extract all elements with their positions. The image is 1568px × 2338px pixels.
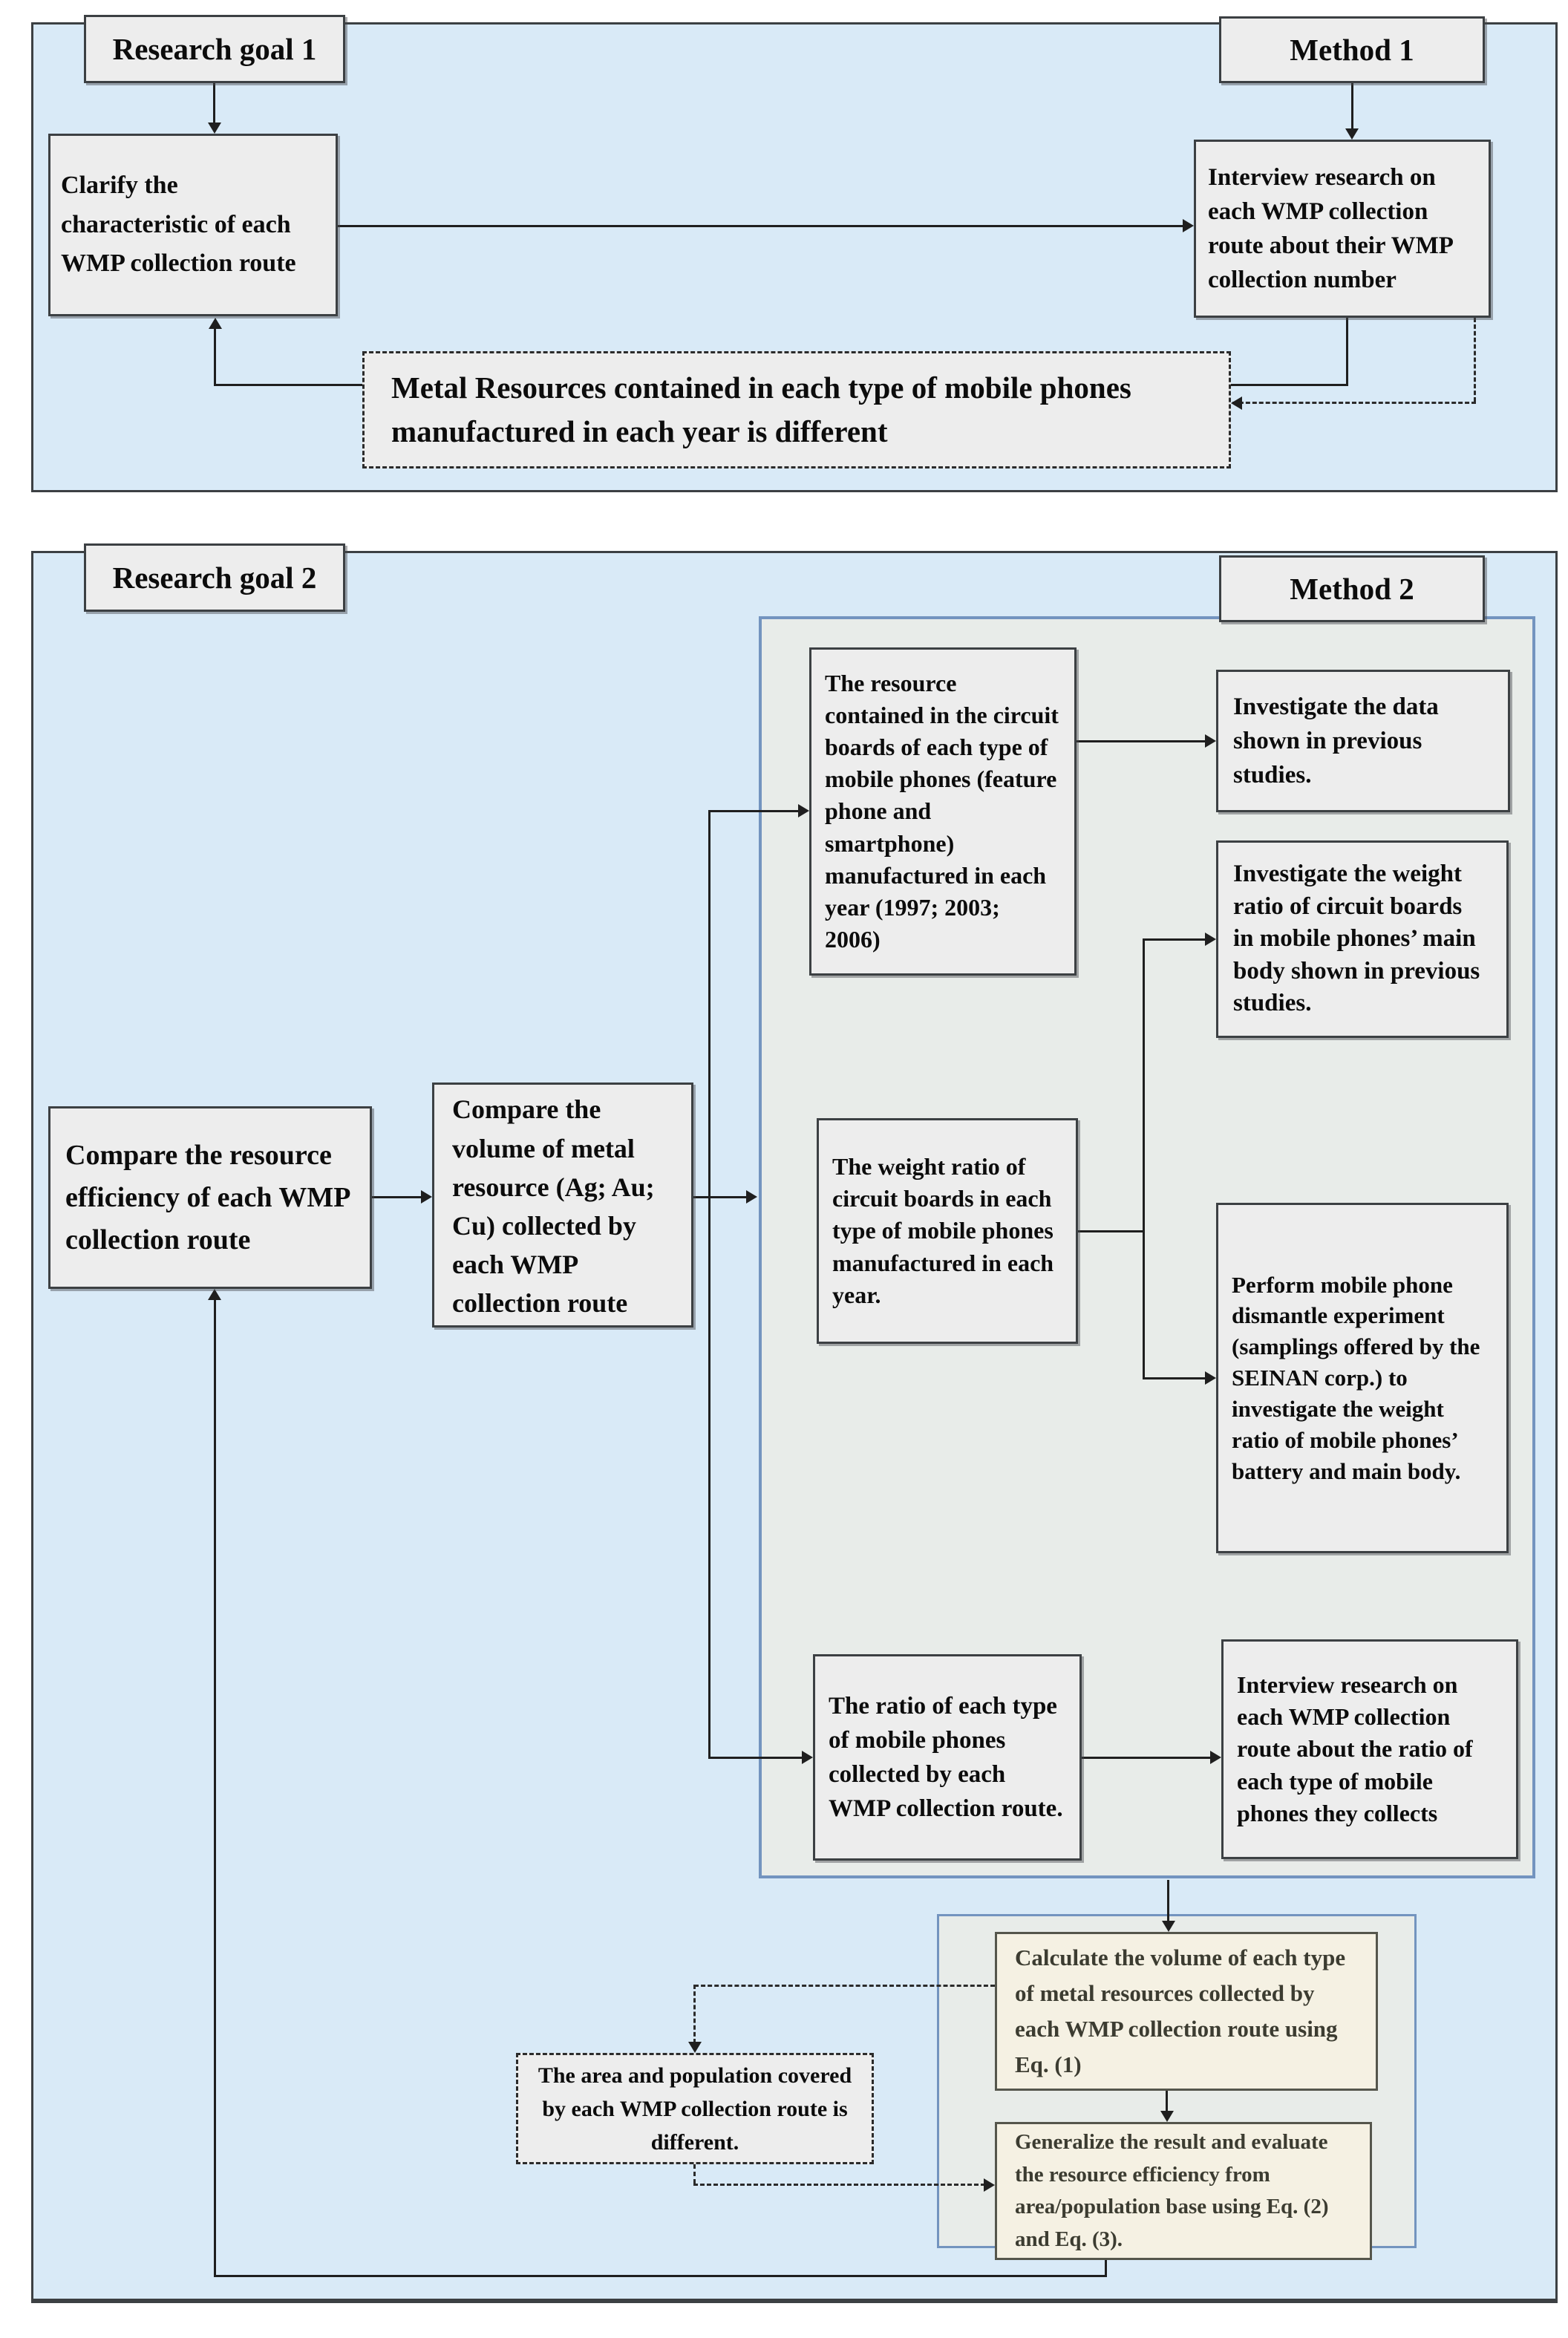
node-investigate-weight-ratio-label: Investigate the weight ratio of circuit …: [1233, 861, 1480, 1017]
node-generalize-result-label: Generalize the result and evaluate the r…: [1015, 2130, 1329, 2251]
header-method-2: Method 2: [1219, 555, 1485, 622]
connector-branch-bottom: [708, 1757, 803, 1759]
arrowhead-resource-to-investigate-data: [1205, 734, 1216, 748]
note-area-population-label: The area and population covered by each …: [538, 2063, 852, 2155]
arrowhead-branch-to-resource: [798, 804, 809, 817]
node-clarify-characteristic: Clarify the characteristic of each WMP c…: [48, 134, 338, 316]
connector-interview-feedback-down: [1346, 318, 1348, 386]
connector-branch-top: [708, 810, 800, 812]
arrowhead-efficiency-to-volume: [421, 1190, 432, 1204]
arrowhead-split-to-dismantle: [1205, 1371, 1216, 1385]
node-investigate-data-label: Investigate the data shown in previous s…: [1233, 693, 1439, 789]
arrowhead-goal1-to-clarify: [208, 123, 221, 134]
node-compare-efficiency: Compare the resource efficiency of each …: [48, 1106, 372, 1289]
connector-generalize-feedback-up: [214, 1300, 216, 2275]
node-compare-efficiency-label: Compare the resource efficiency of each …: [65, 1139, 350, 1255]
note-area-population: The area and population covered by each …: [516, 2053, 874, 2164]
connector-split-to-dismantle: [1143, 1377, 1206, 1379]
node-interview-ratio: Interview research on each WMP collectio…: [1221, 1639, 1518, 1859]
node-compare-volume-label: Compare the volume of metal resource (Ag…: [452, 1094, 655, 1319]
node-calculate-volume: Calculate the volume of each type of met…: [995, 1932, 1378, 2091]
connector-volume-to-methodpanel: [693, 1196, 748, 1198]
arrowhead-ratio-to-interview2: [1210, 1751, 1221, 1764]
node-weight-ratio: The weight ratio of circuit boards in ea…: [817, 1118, 1078, 1344]
note-metal-resources-label: Metal Resources contained in each type o…: [391, 370, 1131, 448]
connector-goal1-to-clarify: [213, 83, 215, 124]
header-method-1: Method 1: [1219, 16, 1485, 83]
node-ratio-of-types-label: The ratio of each type of mobile phones …: [829, 1692, 1063, 1823]
header-research-goal-1-label: Research goal 1: [112, 32, 317, 66]
node-investigate-weight-ratio: Investigate the weight ratio of circuit …: [1216, 840, 1509, 1038]
connector-method1-to-interview: [1351, 83, 1353, 129]
arrowhead-feedback-to-clarify: [209, 318, 222, 329]
arrowhead-feedback-to-efficiency: [208, 1289, 221, 1300]
dashed-connector-down-to-area: [693, 1985, 696, 2043]
node-resource-contained: The resource contained in the circuit bo…: [809, 647, 1077, 976]
arrowhead-to-area-note: [688, 2042, 702, 2053]
node-ratio-of-types: The ratio of each type of mobile phones …: [813, 1654, 1082, 1861]
connector-efficiency-to-volume: [372, 1196, 422, 1198]
connector-generalize-feedback-down: [1105, 2260, 1107, 2275]
connector-branch-vertical: [708, 810, 710, 1758]
node-resource-contained-label: The resource contained in the circuit bo…: [825, 669, 1059, 953]
connector-clarify-to-interview: [338, 225, 1184, 227]
connector-ratio-to-interview2: [1082, 1757, 1212, 1759]
connector-calculate-to-generalize: [1166, 2091, 1168, 2112]
header-method-2-label: Method 2: [1290, 572, 1414, 606]
node-weight-ratio-label: The weight ratio of circuit boards in ea…: [832, 1153, 1054, 1308]
dashed-connector-interview-down: [1474, 318, 1476, 402]
arrowhead-methodpanel-to-calculate: [1162, 1921, 1175, 1932]
dashed-connector-area-to-generalize: [693, 2184, 985, 2186]
arrowhead-calculate-to-generalize: [1160, 2111, 1174, 2122]
connector-methodpanel-to-calculate: [1167, 1880, 1169, 1922]
arrowhead-to-metal-note: [1231, 396, 1242, 410]
arrowhead-branch-to-ratio: [802, 1751, 813, 1764]
node-interview-ratio-label: Interview research on each WMP collectio…: [1237, 1671, 1473, 1826]
connector-resource-to-investigate-data: [1077, 740, 1206, 742]
arrowhead-volume-to-methodpanel: [746, 1190, 757, 1204]
node-compare-volume: Compare the volume of metal resource (Ag…: [432, 1083, 693, 1328]
node-interview-collection-number-label: Interview research on each WMP collectio…: [1208, 163, 1453, 294]
node-calculate-volume-label: Calculate the volume of each type of met…: [1015, 1944, 1346, 2078]
dashed-connector-to-metal-note: [1232, 402, 1476, 404]
arrowhead-area-to-generalize: [984, 2178, 995, 2192]
connector-split-to-investigate-weight: [1143, 938, 1206, 941]
dashed-connector-area-down: [693, 2164, 696, 2184]
dashed-connector-calculate-left: [694, 1985, 995, 1987]
header-research-goal-2-label: Research goal 2: [112, 561, 317, 595]
arrowhead-clarify-to-interview: [1183, 219, 1194, 232]
note-metal-resources: Metal Resources contained in each type o…: [362, 351, 1231, 468]
connector-weightratio-split: [1143, 938, 1145, 1379]
connector-weightratio-stub: [1078, 1230, 1144, 1232]
connector-interview-feedback-up: [214, 329, 216, 384]
connector-generalize-feedback-across: [214, 2275, 1107, 2277]
arrowhead-split-to-investigate-weight: [1205, 933, 1216, 946]
node-interview-collection-number: Interview research on each WMP collectio…: [1194, 140, 1491, 318]
header-research-goal-2: Research goal 2: [84, 543, 345, 612]
node-dismantle-experiment-label: Perform mobile phone dismantle experimen…: [1232, 1271, 1480, 1484]
node-clarify-characteristic-label: Clarify the characteristic of each WMP c…: [61, 171, 296, 278]
header-method-1-label: Method 1: [1290, 33, 1414, 67]
header-research-goal-1: Research goal 1: [84, 15, 345, 83]
arrowhead-method1-to-interview: [1345, 128, 1359, 140]
node-generalize-result: Generalize the result and evaluate the r…: [995, 2122, 1372, 2260]
node-investigate-data: Investigate the data shown in previous s…: [1216, 670, 1510, 812]
node-dismantle-experiment: Perform mobile phone dismantle experimen…: [1216, 1203, 1509, 1553]
